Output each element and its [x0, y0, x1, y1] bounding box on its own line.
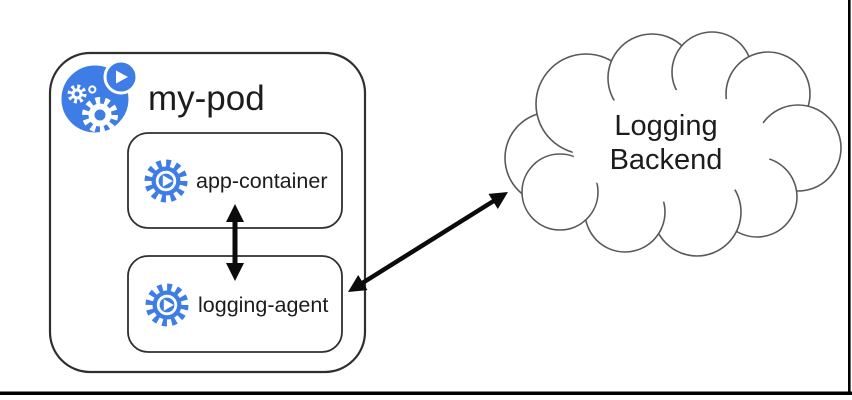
play-icon: [116, 70, 128, 84]
kubernetes-pod-icon: [58, 59, 139, 136]
bottom-edge-line: [0, 391, 852, 395]
arrow-app-to-logging-agent: [226, 204, 244, 281]
container-gear-play-icon: [149, 164, 183, 198]
logging-agent-label: logging-agent: [198, 293, 329, 317]
logging-backend-label: Logging Backend: [609, 110, 723, 176]
pod-label: my-pod: [148, 79, 265, 118]
arrow-logging-agent-to-backend: [348, 192, 508, 292]
logging-backend-cloud: [504, 31, 842, 257]
right-edge-line: [848, 0, 851, 394]
app-container-label: app-container: [196, 169, 328, 193]
container-gear-play-icon: [150, 288, 184, 322]
